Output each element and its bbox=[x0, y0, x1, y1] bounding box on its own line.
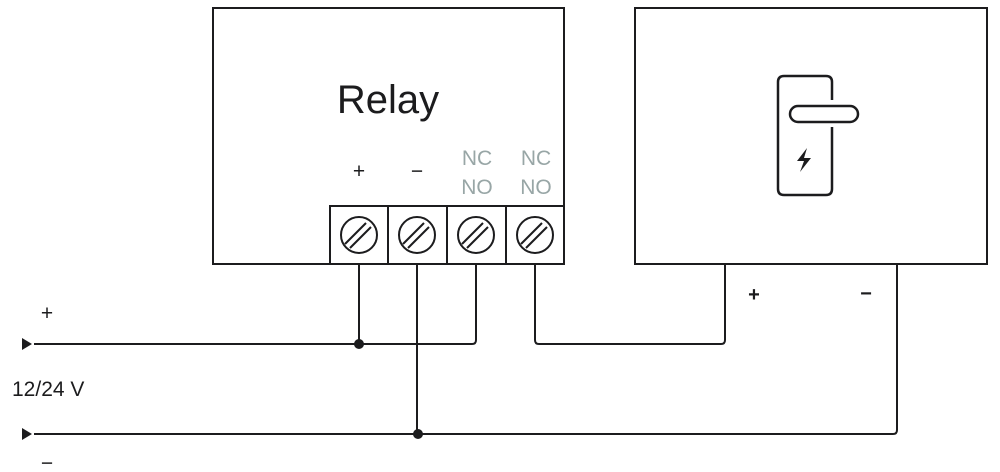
electric-door-lock-icon bbox=[776, 74, 860, 197]
lock-box bbox=[634, 7, 988, 265]
screw-icon bbox=[457, 216, 495, 254]
terminal-minus bbox=[387, 205, 448, 265]
screw-icon bbox=[516, 216, 554, 254]
terminal-block bbox=[329, 205, 565, 265]
supply-minus-label: − bbox=[41, 452, 53, 472]
screw-icon bbox=[398, 216, 436, 254]
supply-plus-label: + bbox=[41, 302, 53, 325]
lightning-icon bbox=[797, 148, 811, 172]
lock-minus-label: − bbox=[860, 283, 872, 305]
wire-supply-plus bbox=[34, 264, 477, 345]
wire-supply-minus bbox=[34, 264, 898, 435]
wire-relay-to-lock-plus bbox=[534, 264, 726, 345]
junction-dot bbox=[354, 339, 364, 349]
terminal-3-no-label: NO bbox=[461, 176, 493, 199]
supply-voltage-label: 12/24 V bbox=[12, 378, 84, 401]
arrow-right-icon bbox=[22, 428, 32, 440]
terminal-4-nc-label: NC bbox=[521, 147, 551, 170]
lock-plus-label: + bbox=[748, 284, 760, 306]
junction-dot bbox=[413, 429, 423, 439]
arrow-right-icon bbox=[22, 338, 32, 350]
terminal-nc-no-2 bbox=[505, 205, 565, 265]
screw-icon bbox=[340, 216, 378, 254]
terminal-plus bbox=[329, 205, 389, 265]
terminal-4-no-label: NO bbox=[520, 176, 552, 199]
terminal-plus-label: + bbox=[353, 160, 365, 183]
terminal-minus-label: − bbox=[411, 160, 423, 183]
relay-title: Relay bbox=[337, 78, 439, 122]
terminal-3-nc-label: NC bbox=[462, 147, 492, 170]
terminal-nc-no-1 bbox=[446, 205, 507, 265]
